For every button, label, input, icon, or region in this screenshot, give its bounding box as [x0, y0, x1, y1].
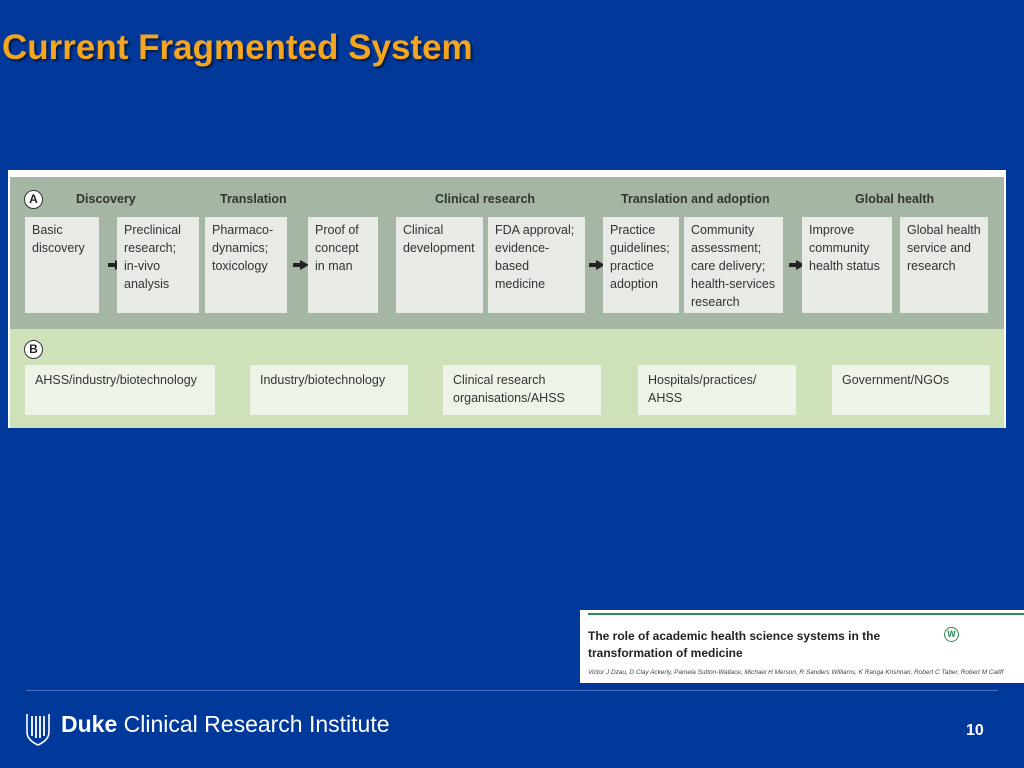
arrow-right-icon — [789, 260, 805, 270]
footer-divider — [26, 690, 998, 691]
header-translation-adoption: Translation and adoption — [621, 192, 770, 206]
box-industry-biotech: Industry/biotechnology — [250, 365, 408, 415]
box-pharmacodynamics: Pharmaco-dynamics;toxicology — [205, 217, 287, 313]
paper-citation: The role of academic health science syst… — [580, 610, 1024, 683]
box-government-ngos: Government/NGOs — [832, 365, 990, 415]
paper-title: The role of academic health science syst… — [588, 629, 881, 660]
brand-name: Duke Clinical Research Institute — [61, 711, 390, 737]
header-discovery: Discovery — [76, 192, 136, 206]
box-ahss-industry: AHSS/industry/biotechnology — [25, 365, 215, 415]
header-translation: Translation — [220, 192, 287, 206]
page-number: 10 — [966, 722, 984, 739]
research-pathway-figure: A Discovery Translation Clinical researc… — [8, 170, 1006, 428]
paper-rule — [588, 613, 1024, 615]
duke-shield-icon — [26, 714, 50, 746]
box-hospitals-practices: Hospitals/practices/AHSS — [638, 365, 796, 415]
arrow-right-icon — [293, 260, 309, 270]
section-a-panel: A Discovery Translation Clinical researc… — [10, 177, 1004, 329]
arrow-right-icon — [589, 260, 605, 270]
paper-authors: Victor J Dzau, D Clay Ackerly, Pamela Su… — [588, 669, 1004, 676]
slide-title: Current Fragmented System — [2, 28, 473, 67]
section-b-label: B — [24, 340, 43, 359]
w-icon: W — [944, 627, 959, 642]
section-a-label: A — [24, 190, 43, 209]
header-clinical-research: Clinical research — [435, 192, 536, 206]
header-global-health: Global health — [855, 192, 935, 206]
